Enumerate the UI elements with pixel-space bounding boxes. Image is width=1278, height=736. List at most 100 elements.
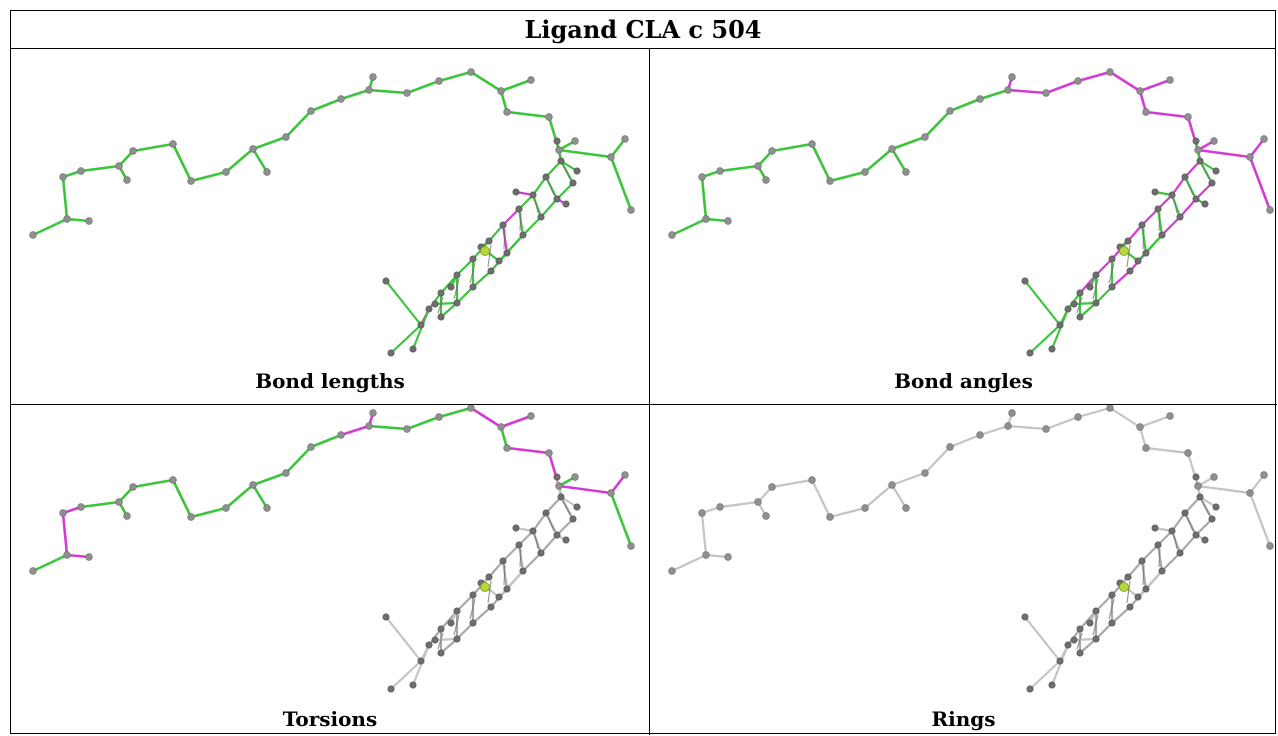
magnesium-atom: [1119, 582, 1129, 592]
tail-atom: [762, 512, 770, 520]
ring-atom: [1192, 473, 1200, 481]
tail-atom: [1106, 405, 1114, 412]
tail-bond: [557, 148, 613, 159]
ring-shade-line: [437, 632, 444, 650]
ring-bond: [1170, 511, 1187, 533]
tail-bond: [1138, 78, 1172, 93]
ring-bond: [1050, 643, 1070, 687]
ring-bond: [501, 207, 521, 227]
ring-atom: [537, 549, 545, 557]
tail-bond: [923, 445, 952, 475]
tail-bond: [79, 500, 121, 509]
tail-atom: [1194, 482, 1202, 490]
tail-atom: [59, 173, 67, 181]
ring-bond: [1094, 621, 1114, 641]
ring-atom: [503, 585, 511, 593]
ring-atom: [1154, 541, 1162, 549]
ring-shade-line: [503, 228, 506, 250]
ring-atom: [1192, 531, 1200, 539]
tail-atom: [768, 147, 776, 155]
tail-atom: [1266, 206, 1274, 214]
molecule-view-bond-angles: [668, 68, 1274, 357]
ring-atom: [1181, 173, 1189, 181]
ring-bond: [544, 159, 563, 179]
ring-bond: [1110, 605, 1132, 625]
tail-atom: [527, 76, 535, 84]
tail-bond: [890, 147, 908, 174]
ring-bond: [384, 615, 423, 663]
tail-atom: [754, 162, 762, 170]
ring-bond: [1050, 307, 1070, 351]
tail-atom: [724, 553, 732, 561]
panel-caption: Bond angles: [894, 369, 1033, 393]
tail-atom: [369, 409, 377, 417]
ring-atom: [453, 271, 461, 279]
ring-shade-line: [453, 614, 460, 636]
ring-bond: [1136, 233, 1164, 263]
tail-atom: [77, 167, 85, 175]
tail-atom: [63, 215, 71, 223]
ring-atom: [1201, 200, 1209, 208]
tail-atom: [902, 168, 910, 176]
ring-atom: [542, 509, 550, 517]
ring-atom: [495, 593, 503, 601]
tail-bond: [251, 471, 288, 487]
tail-bond: [505, 110, 551, 119]
molecule-view-torsions: [29, 405, 635, 693]
tail-atom: [545, 113, 553, 121]
tail-bond: [1248, 491, 1272, 548]
tail-atom: [762, 176, 770, 184]
ring-atom: [1142, 585, 1150, 593]
ring-atom: [537, 213, 545, 221]
tail-atom: [808, 140, 816, 148]
tail-atom: [129, 483, 137, 491]
ring-shade-line: [534, 534, 539, 550]
ring-atom: [529, 191, 537, 199]
ring-shade-line: [1126, 244, 1131, 268]
ring-atom: [382, 613, 390, 621]
ring-bond: [1178, 197, 1198, 219]
tail-atom: [976, 95, 984, 103]
ring-bond: [439, 301, 459, 319]
tail-atom: [555, 146, 563, 154]
ring-bond: [497, 569, 525, 599]
ring-atom: [1176, 213, 1184, 221]
ring-bond: [1094, 257, 1114, 277]
ring-bond: [1136, 569, 1164, 599]
ring-atom: [1192, 137, 1200, 145]
tail-atom: [59, 509, 67, 517]
tail-atom: [716, 503, 724, 511]
tail-atom: [1210, 137, 1218, 145]
ring-bond: [487, 223, 505, 243]
ring-atom: [1168, 191, 1176, 199]
ring-bond: [433, 637, 459, 642]
tail-atom: [861, 504, 869, 512]
tail-bond: [810, 142, 832, 183]
tail-atom: [527, 412, 535, 420]
ring-bond: [1028, 659, 1062, 691]
tail-bond: [700, 175, 708, 221]
ring-atom: [487, 603, 495, 611]
tail-atom: [222, 504, 230, 512]
tail-atom: [1136, 87, 1144, 95]
tail-atom: [555, 482, 563, 490]
tail-atom: [1166, 412, 1174, 420]
tail-atom: [1142, 108, 1150, 116]
ring-atom: [1108, 283, 1116, 291]
tail-atom: [724, 217, 732, 225]
ring-bond: [471, 605, 493, 625]
tail-atom: [497, 423, 505, 431]
tail-atom: [826, 513, 834, 521]
tail-atom: [77, 503, 85, 511]
tail-bond: [251, 147, 269, 174]
ring-bond: [1140, 543, 1160, 563]
ring-atom: [1064, 305, 1072, 313]
tail-atom: [403, 425, 411, 433]
tail-atom: [698, 509, 706, 517]
tail-atom: [888, 145, 896, 153]
ring-atom: [1208, 179, 1216, 187]
ring-bond: [544, 495, 563, 515]
ring-bond: [497, 233, 525, 263]
ring-atom: [1086, 283, 1094, 291]
ring-atom: [1134, 593, 1142, 601]
